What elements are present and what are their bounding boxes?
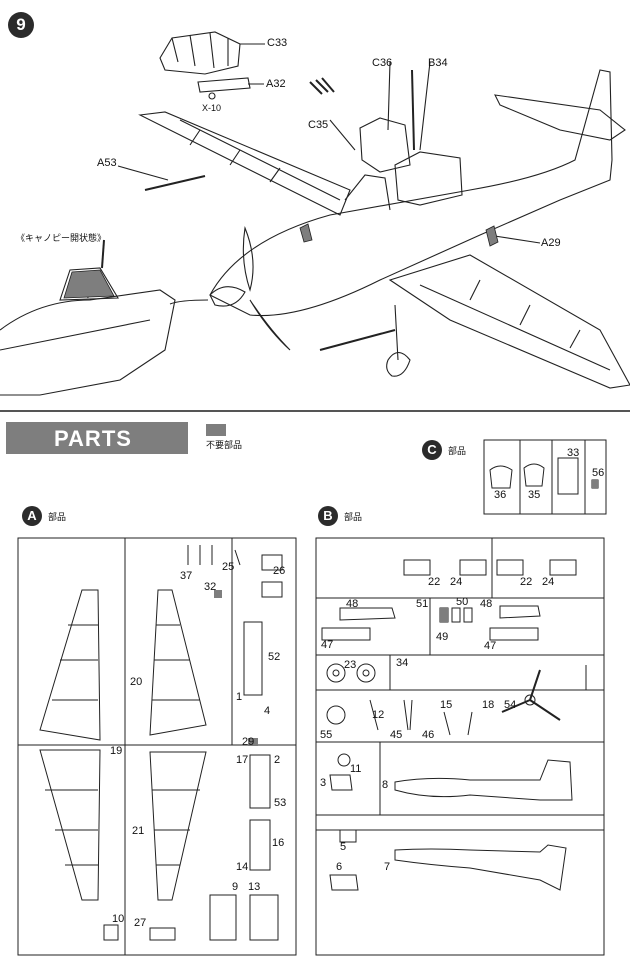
- part-a53: 53: [274, 797, 287, 809]
- part-a13: 13: [248, 881, 261, 893]
- part-a10: 10: [112, 913, 125, 925]
- callout-a53: A53: [97, 157, 117, 169]
- part-a25: 25: [222, 561, 235, 573]
- callout-b34: B34: [428, 57, 448, 69]
- part-b34: 34: [396, 657, 409, 669]
- part-b3: 3: [320, 777, 327, 789]
- part-b47b: 47: [484, 640, 497, 652]
- part-b7: 7: [384, 861, 391, 873]
- callout-c33: C33: [267, 37, 288, 49]
- part-a32: 32: [204, 581, 217, 593]
- part-b49: 49: [436, 631, 449, 643]
- part-b15: 15: [440, 699, 453, 711]
- part-a29: 29: [242, 736, 255, 748]
- part-b51: 51: [416, 598, 429, 610]
- parts-title: PARTS: [54, 426, 132, 451]
- part-a37: 37: [180, 570, 193, 582]
- part-b18: 18: [482, 699, 495, 711]
- step-number-badge: 9: [8, 12, 34, 38]
- sprue-c-badge: C: [422, 440, 442, 460]
- part-b54: 54: [504, 699, 517, 711]
- part-c36: 36: [494, 489, 507, 501]
- sprue-a-badge: A: [22, 506, 42, 526]
- part-a17: 17: [236, 754, 249, 766]
- part-b5: 5: [340, 841, 347, 853]
- part-b46: 46: [422, 729, 435, 741]
- part-a19: 19: [110, 745, 123, 757]
- part-a14: 14: [236, 861, 249, 873]
- callout-a29: A29: [541, 237, 561, 249]
- part-a9: 9: [232, 881, 239, 893]
- unused-parts-legend: 不要部品: [206, 440, 243, 450]
- part-a2: 2: [274, 754, 281, 766]
- canopy-open-note: 《キャノピー開状態》: [16, 233, 107, 243]
- part-c33: 33: [567, 447, 580, 459]
- part-a4: 4: [264, 705, 271, 717]
- callout-c35: C35: [308, 119, 329, 131]
- part-b47a: 47: [321, 639, 334, 651]
- part-b22a: 22: [428, 576, 441, 588]
- part-b8: 8: [382, 779, 389, 791]
- part-b11: 11: [350, 763, 362, 775]
- part-b24a: 24: [450, 576, 463, 588]
- part-a21: 21: [132, 825, 145, 837]
- sprue-b-label: 部品: [344, 512, 363, 522]
- part-b48b: 48: [480, 598, 493, 610]
- part-b6: 6: [336, 861, 343, 873]
- callout-x10: X-10: [202, 103, 222, 113]
- part-b48a: 48: [346, 598, 359, 610]
- part-a27: 27: [134, 917, 147, 929]
- part-c35: 35: [528, 489, 541, 501]
- part-b45: 45: [390, 729, 403, 741]
- sprue-a-label: 部品: [48, 512, 67, 522]
- callout-a32: A32: [266, 78, 286, 90]
- step9-assembly-drawing: [0, 31, 630, 396]
- section-divider: [0, 410, 630, 412]
- unused-parts-swatch: [206, 424, 226, 436]
- part-a16: 16: [272, 837, 285, 849]
- callout-c36: C36: [372, 57, 393, 69]
- part-a26: 26: [273, 565, 286, 577]
- part-c56: 56: [592, 467, 605, 479]
- part-a1: 1: [236, 691, 243, 703]
- parts-banner: PARTS: [6, 422, 188, 454]
- sprue-b-badge: B: [318, 506, 338, 526]
- part-b23: 23: [344, 659, 357, 671]
- sprue-c-label: 部品: [448, 446, 467, 456]
- part-b22b: 22: [520, 576, 533, 588]
- part-b12: 12: [372, 709, 385, 721]
- part-b50: 50: [456, 596, 469, 608]
- part-a20: 20: [130, 676, 143, 688]
- part-b24b: 24: [542, 576, 555, 588]
- part-b55: 55: [320, 729, 333, 741]
- part-a52: 52: [268, 651, 281, 663]
